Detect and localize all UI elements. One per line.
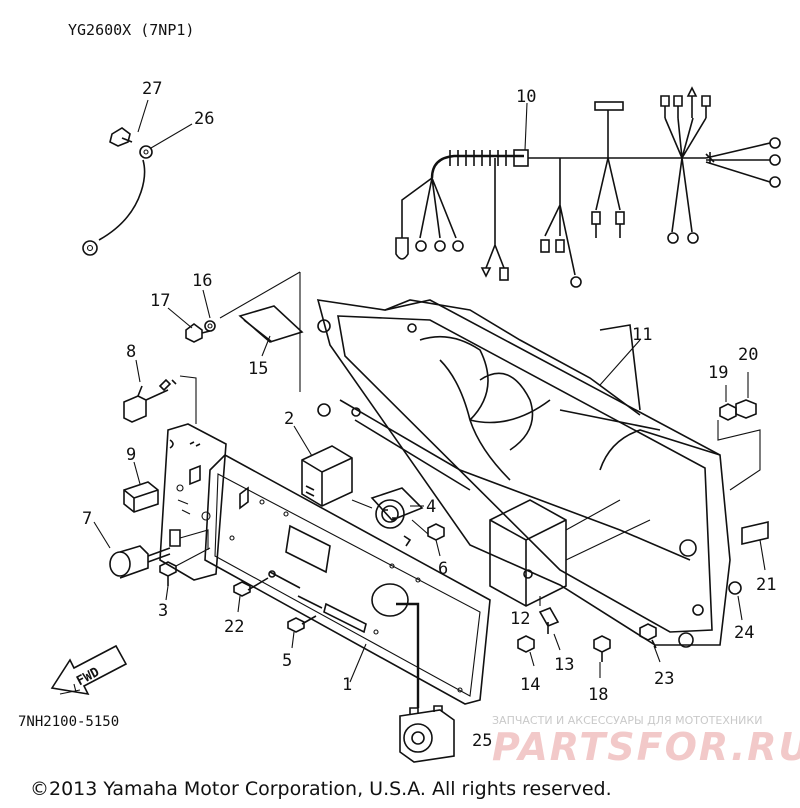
wire-harness (395, 86, 781, 288)
callout-21: 21 (756, 575, 776, 595)
callout-15: 15 (248, 359, 268, 379)
callout-11: 11 (632, 325, 652, 345)
right-fasteners (717, 372, 769, 621)
model-title: YG2600X (7NP1) (68, 21, 194, 39)
callout-26: 26 (194, 109, 214, 129)
switch-9 (123, 461, 159, 513)
watermark-brand: PARTSFOR.RU (492, 725, 800, 769)
callout-13: 13 (554, 655, 574, 675)
callout-14: 14 (520, 675, 540, 695)
lower-right-components (489, 499, 661, 678)
cover-plate-assembly (167, 271, 304, 392)
callout-27: 27 (142, 79, 162, 99)
drawing-number: 7NH2100-5150 (18, 714, 119, 730)
screw-3 (159, 547, 211, 601)
callout-12: 12 (510, 609, 530, 629)
callout-20: 20 (738, 345, 758, 365)
callout-16: 16 (192, 271, 212, 291)
callout-labels: 1 2 3 4 5 6 7 8 9 10 11 12 13 14 15 16 1… (82, 79, 776, 751)
callout-24: 24 (734, 623, 754, 643)
fwd-arrow-icon: FWD (50, 644, 128, 696)
callout-5: 5 (282, 651, 292, 671)
watermark-tagline: ЗАПЧАСТИ И АКСЕССУАРЫ ДЛЯ МОТОТЕХНИКИ (492, 714, 762, 727)
pilot-lamp-7 (93, 521, 209, 579)
front-panel (204, 454, 491, 705)
side-panel (159, 423, 227, 581)
callout-1: 1 (342, 675, 352, 695)
receptacle (351, 487, 445, 557)
callout-22: 22 (224, 617, 244, 637)
ground-wire-assembly (82, 99, 193, 256)
callout-17: 17 (150, 291, 170, 311)
callout-10: 10 (516, 87, 536, 107)
callout-18: 18 (588, 685, 608, 705)
switch-8 (123, 359, 197, 424)
callout-8: 8 (126, 342, 136, 362)
screws-22-5 (233, 570, 317, 649)
copyright-notice: ©2013 Yamaha Motor Corporation, U.S.A. A… (30, 778, 612, 800)
callout-23: 23 (654, 669, 674, 689)
receptacle-25 (396, 602, 455, 763)
circuit-breaker (293, 425, 353, 507)
callout-2: 2 (284, 409, 294, 429)
callout-6: 6 (438, 559, 448, 579)
callout-7: 7 (82, 509, 92, 529)
callout-25: 25 (472, 731, 492, 751)
callout-3: 3 (158, 601, 168, 621)
control-box-frame (316, 299, 731, 648)
callout-19: 19 (708, 363, 728, 383)
fwd-label: FWD (74, 665, 102, 689)
callout-9: 9 (126, 445, 136, 465)
callout-4: 4 (426, 497, 436, 517)
